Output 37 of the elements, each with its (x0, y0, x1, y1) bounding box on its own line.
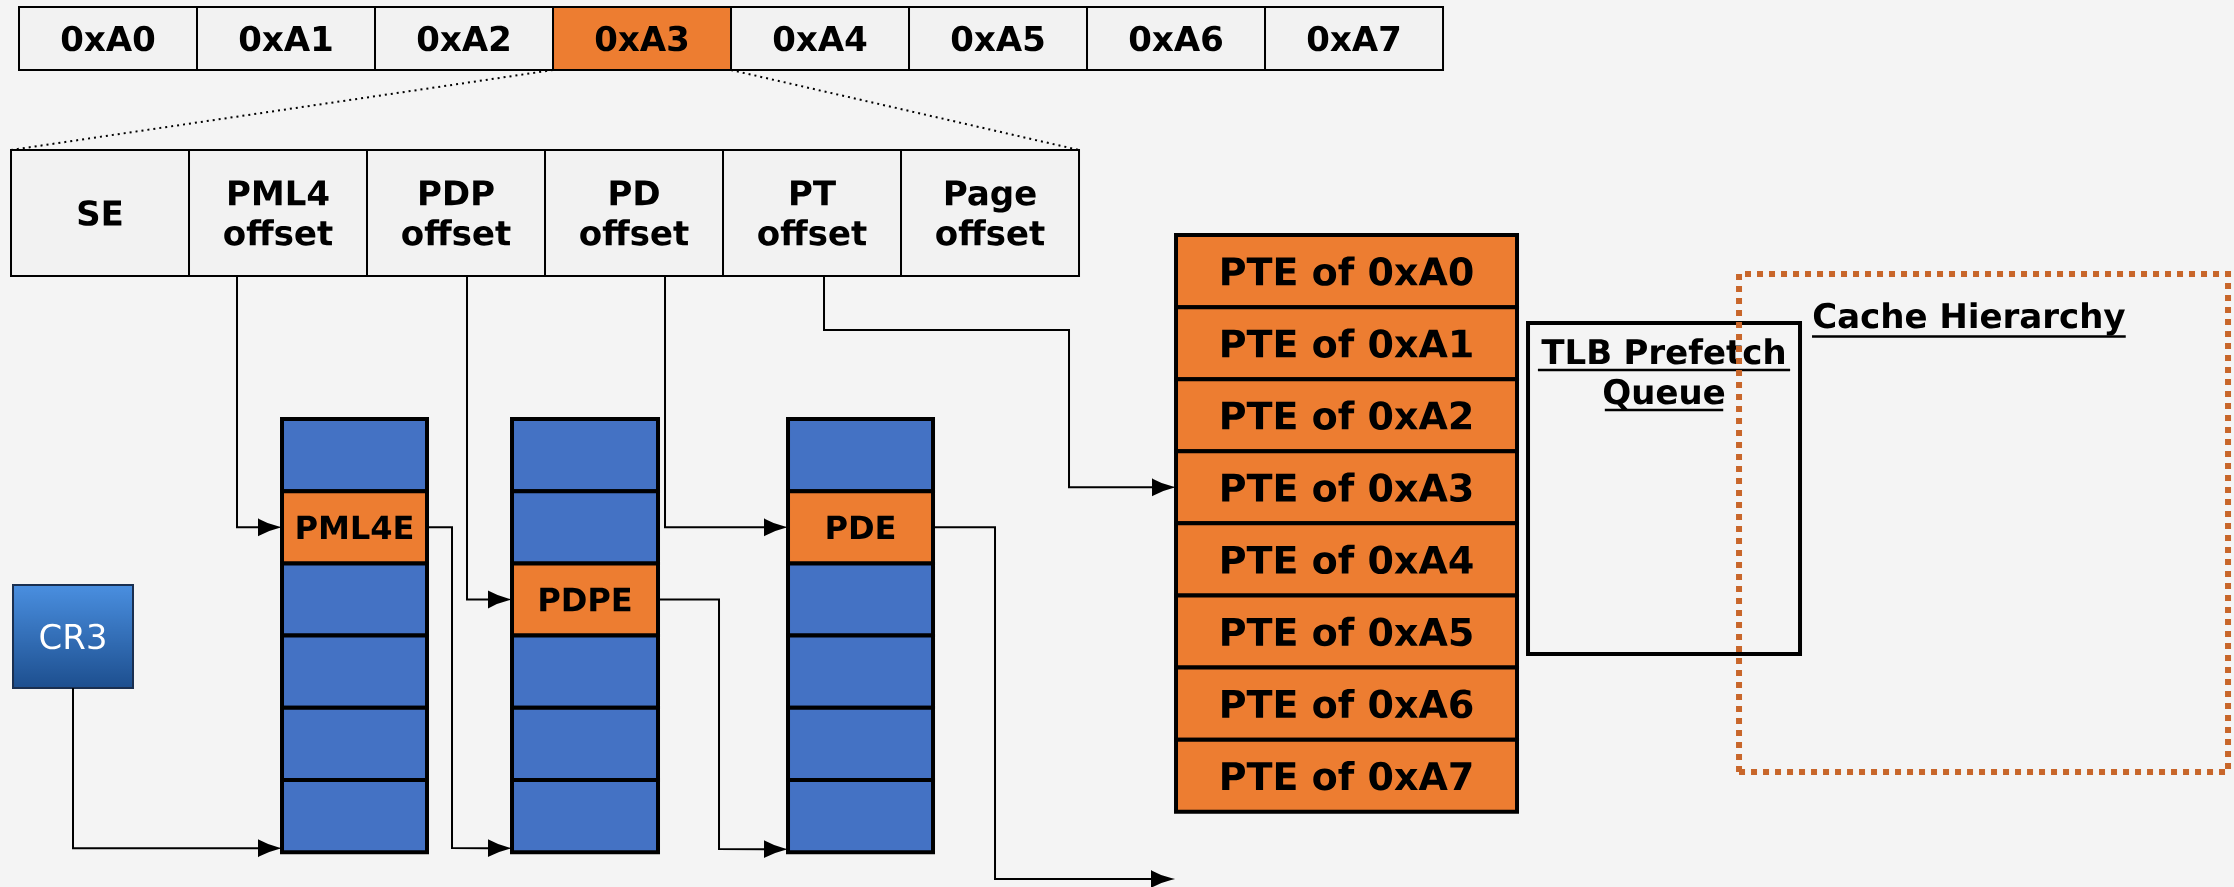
table-entry: PTE of 0xA4 (1174, 521, 1519, 598)
memory-cell: 0xA7 (1264, 6, 1444, 71)
arrow (657, 598, 785, 858)
address-field: Page offset (900, 149, 1080, 277)
arrow (823, 275, 1173, 496)
table-entry: PTE of 0xA6 (1174, 665, 1519, 742)
arrow (236, 275, 279, 536)
memory-cell: 0xA2 (374, 6, 554, 71)
address-field: PD offset (544, 149, 724, 277)
arrow (72, 687, 279, 857)
dotted-line (730, 69, 1080, 151)
arrow (664, 275, 785, 536)
arrow (466, 275, 509, 608)
table-entry: PTE of 0xA0 (1174, 233, 1519, 310)
register-box: CR3 (12, 584, 134, 689)
memory-cell: 0xA3 (552, 6, 732, 71)
table-entry: PDPE (510, 561, 660, 638)
address-field: SE (10, 149, 190, 277)
memory-cell: 0xA0 (18, 6, 198, 71)
address-field: PML4 offset (188, 149, 368, 277)
memory-cell: 0xA6 (1086, 6, 1266, 71)
address-field: PT offset (722, 149, 902, 277)
memory-cell: 0xA4 (730, 6, 910, 71)
table-entry: PTE of 0xA2 (1174, 377, 1519, 454)
table-entry: PTE of 0xA1 (1174, 305, 1519, 382)
memory-cell: 0xA5 (908, 6, 1088, 71)
table-entry: PTE of 0xA5 (1174, 593, 1519, 670)
dotted-line (10, 69, 554, 151)
arrow (932, 526, 1172, 887)
table-entry: PTE of 0xA3 (1174, 449, 1519, 526)
table-entry: PML4E (280, 489, 429, 566)
table-entry: PTE of 0xA7 (1174, 737, 1519, 814)
table-entry: PDE (786, 489, 935, 566)
arrow (426, 526, 509, 857)
queue-box: TLB Prefetch Queue (1526, 321, 1802, 656)
address-field: PDP offset (366, 149, 546, 277)
memory-cell: 0xA1 (196, 6, 376, 71)
